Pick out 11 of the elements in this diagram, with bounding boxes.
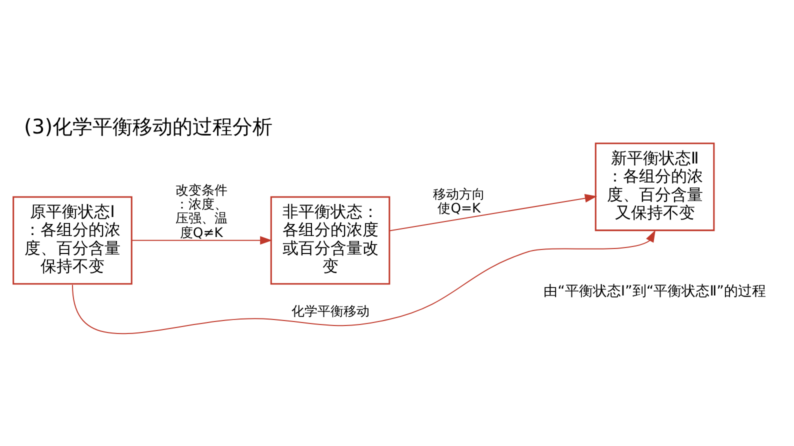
edge-label: 化学平衡移动 — [291, 304, 370, 320]
node-box: 新平衡状态Ⅱ：各组分的浓度、百分含量又保持不变 — [594, 142, 715, 231]
edge-label: 移动方向使Q=K — [433, 186, 486, 216]
edge-label: 改变条件：浓度、压强、温度Q≠K — [175, 182, 228, 240]
label: 由“平衡状态Ⅰ”到“平衡状态Ⅱ”的过程 — [544, 283, 766, 300]
node-box: 原平衡状态Ⅰ：各组分的浓度、百分含量保持不变 — [12, 196, 132, 284]
node-box: 非平衡状态：各组分的浓度或百分含量改变 — [270, 196, 390, 284]
diagram-title: (3)化学平衡移动的过程分析 — [24, 114, 273, 138]
arrow — [72, 229, 656, 334]
arrow — [132, 236, 272, 244]
arrow — [390, 194, 598, 231]
